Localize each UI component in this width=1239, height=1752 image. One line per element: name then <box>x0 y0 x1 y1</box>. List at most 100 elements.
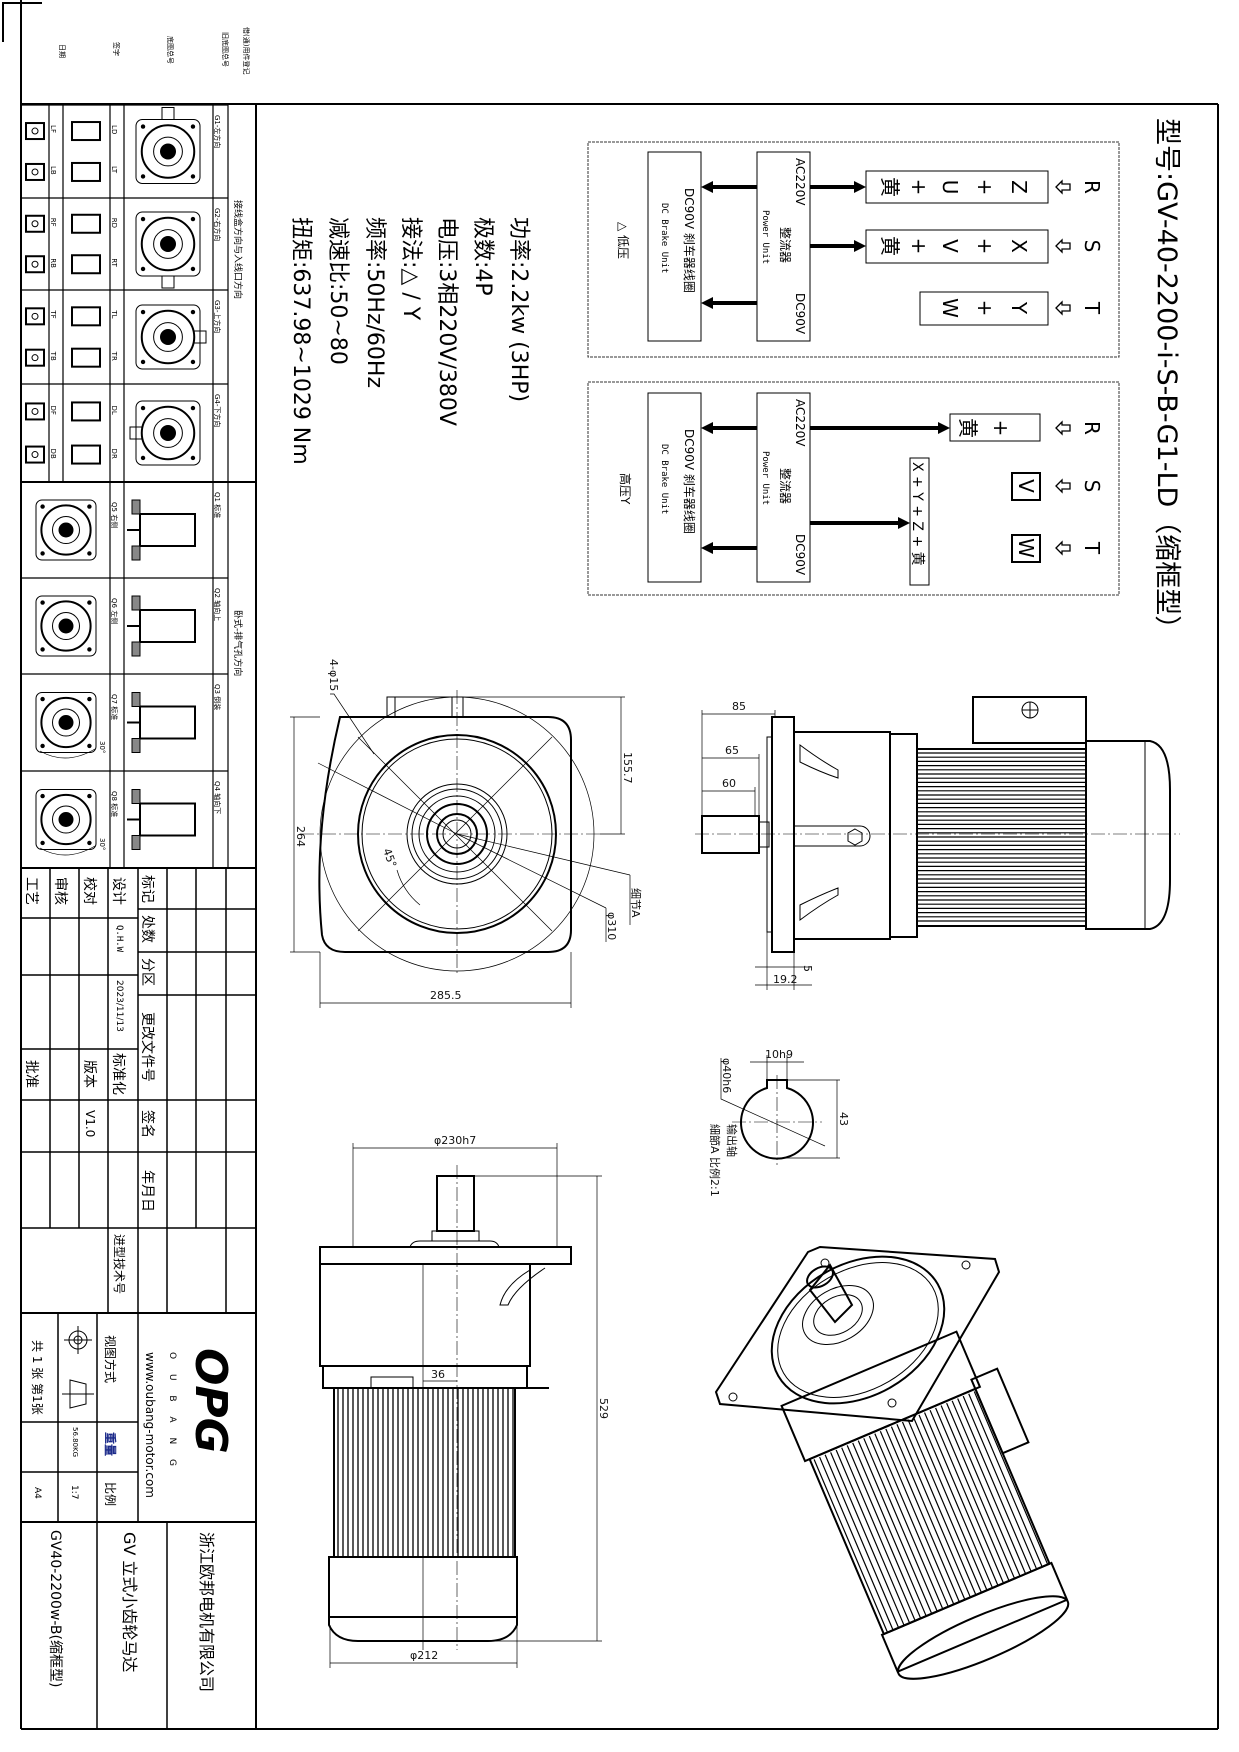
hub-ring <box>153 418 183 448</box>
hub-ring <box>52 805 80 834</box>
cooling-fin <box>890 1426 966 1600</box>
brake-unit-box <box>647 392 702 583</box>
brake-name-cn: DC90V 刹车器线圈 <box>682 429 697 534</box>
flange-outline <box>135 304 201 370</box>
hollow-arrow-left-icon <box>1055 238 1071 254</box>
bolt-hole <box>190 124 196 129</box>
bolt-hole <box>140 309 146 315</box>
company-website: www.oubang-motor.com <box>143 1352 157 1498</box>
arrow-head-icon <box>701 422 713 434</box>
q-row-side-label: Q2 轴向上 <box>213 588 222 621</box>
dim-shaft-dia: φ40h6 <box>720 1058 733 1093</box>
drawing-frame <box>2 0 1219 1730</box>
shaft <box>58 715 74 730</box>
wiring-diagram-high: AC220V 整流器 Power Unit DC90V DC90V 刹车器线圈 … <box>587 381 1120 596</box>
tb-view-method: 视图方式 <box>103 1335 118 1383</box>
hub-ring <box>153 229 183 259</box>
cooling-fin <box>962 1395 1038 1570</box>
shaft <box>58 522 74 538</box>
cooling-fin <box>907 1419 982 1593</box>
entry-hole-icon <box>31 312 39 320</box>
dim-spigot: φ230h7 <box>434 1134 476 1147</box>
tb-zone: 分区 <box>139 958 155 986</box>
bolt-hole <box>190 455 196 461</box>
detail-a-callout: 细节A <box>629 888 642 918</box>
bolt-hole <box>40 840 45 846</box>
cooling-fin <box>885 1428 960 1603</box>
terminal-glyph: 黄 <box>878 177 902 197</box>
dim-flange-5: 5 <box>801 965 814 972</box>
entry-option-icon <box>25 307 45 326</box>
entry-hole-icon <box>31 354 39 362</box>
entry-hole-icon <box>31 407 39 415</box>
angle-arc <box>39 845 96 856</box>
spec-frequency: 频率:50Hz/60Hz <box>362 217 387 388</box>
vent-front-view-2 <box>35 595 97 657</box>
cooling-fin <box>968 1393 1043 1568</box>
tb-sheets: 共 1 张 第1张 <box>30 1340 44 1415</box>
arrow-head-icon <box>854 181 866 193</box>
bolt-hole <box>40 551 45 556</box>
flange-ring <box>40 793 92 846</box>
shaft <box>160 425 176 441</box>
bolt-hole <box>40 696 45 702</box>
option-label: RF <box>49 218 57 227</box>
dim-length: 529 <box>597 1398 610 1419</box>
mount-block <box>131 641 141 657</box>
dim-angle: 45° <box>380 847 399 870</box>
hollow-arrow-left-icon <box>1055 478 1071 494</box>
tb-weight-label: 重量 <box>103 1432 118 1456</box>
mounting-title: 卧式-排气孔方向 <box>232 610 244 676</box>
terminal-glyph: W <box>938 298 962 318</box>
tb-check: 校对 <box>81 877 98 905</box>
hollow-arrow-left-icon <box>1055 179 1071 195</box>
dim-key-height: 43 <box>837 1112 850 1126</box>
company-brand: O U B A N G <box>167 1352 177 1472</box>
dim-offset: 36 <box>431 1368 445 1381</box>
title-block: 标记 处数 分区 更改文件号 签名 年月日 设计 校对 审核 工艺 Q.H.W … <box>21 868 256 1729</box>
bolt-hole <box>140 174 146 179</box>
front-view: 264 155.7 285.5 4-φ15 45° 细节A φ310 <box>290 659 642 1008</box>
q-row-front-label: Q5 右侧 <box>110 502 119 528</box>
motor-body <box>139 609 196 643</box>
terminal-glyph: + <box>989 420 1013 437</box>
company-logo: OPG <box>185 1348 236 1454</box>
terminal-box-star <box>909 457 930 586</box>
power-ac: AC220V <box>793 399 807 447</box>
vent-front-view-1 <box>35 499 97 561</box>
cooling-fin <box>835 1449 911 1624</box>
tb-approve: 批准 <box>23 1060 39 1088</box>
strip-label-base-no: 底图总号 <box>166 36 175 64</box>
phase-T: T <box>1080 541 1104 555</box>
isometric-view <box>714 1245 1070 1680</box>
cooling-fin <box>935 1407 1010 1582</box>
dim-shaft-85: 85 <box>732 700 746 713</box>
cooling-fin <box>846 1445 922 1619</box>
bolt-hole <box>87 840 92 846</box>
entry-hole-icon <box>31 168 39 176</box>
power-unit-box <box>756 392 811 583</box>
tb-review: 审核 <box>52 877 68 905</box>
bolt-hole <box>87 551 92 556</box>
tb-paper: A4 <box>32 1487 42 1499</box>
mounting-side-view-3 <box>127 692 196 753</box>
junction-option-icon <box>71 254 101 275</box>
q-row-front-label: Q7 标准 <box>110 694 119 720</box>
option-label: TL <box>110 309 118 318</box>
shaft <box>160 143 176 160</box>
mount-block <box>131 545 141 561</box>
spec-connection: 接法:△ / Y <box>398 217 423 321</box>
dim-holes: 4-φ15 <box>327 659 340 691</box>
strip-label-date: 日期 <box>58 44 66 58</box>
bolt-hole <box>87 793 92 799</box>
angle-arc <box>39 748 96 759</box>
entry-hole-icon <box>31 451 39 459</box>
terminal-box-icon <box>161 275 175 289</box>
flange-outline <box>35 692 97 753</box>
angle-label: 30° <box>98 741 106 753</box>
tb-process: 工艺 <box>23 877 39 905</box>
arrow-head-icon <box>701 542 713 554</box>
flange-ring <box>140 216 196 272</box>
cooling-fin <box>940 1405 1016 1579</box>
hub-ring <box>52 612 80 640</box>
